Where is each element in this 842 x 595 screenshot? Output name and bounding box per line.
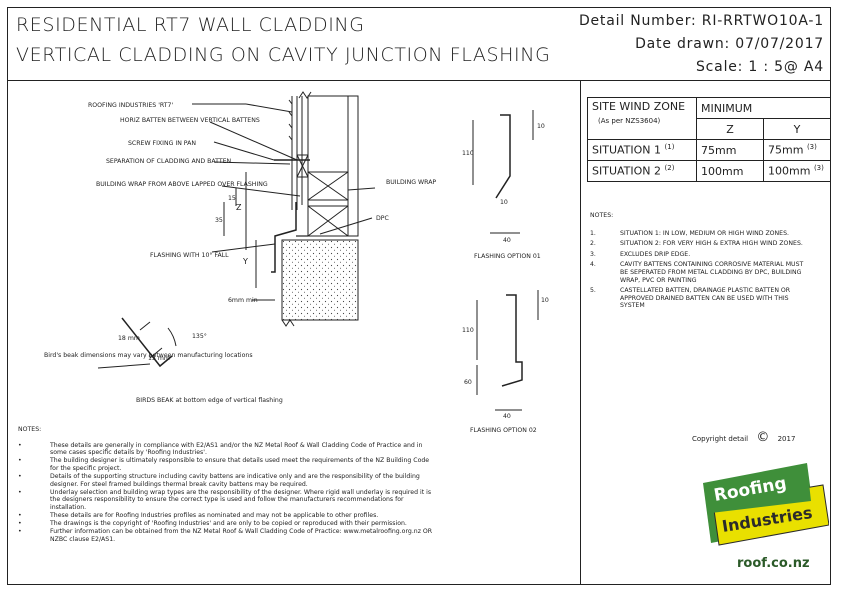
label-opt2-110: 110 (462, 327, 474, 334)
leader-wrap-above (221, 185, 301, 197)
label-opt1-40: 40 (503, 237, 511, 244)
birds-beak-dims (139, 321, 163, 359)
flashing-option-1-profile (495, 114, 511, 199)
note-right-item: 1.SITUATION 1: IN LOW, MEDIUM OR HIGH WI… (590, 229, 789, 237)
label-wrap-above: BUILDING WRAP FROM ABOVE LAPPED OVER FLA… (96, 181, 268, 188)
label-15: 15 (228, 195, 236, 202)
situation-1-y: 75mm (3) (763, 139, 831, 161)
label-opt1-10b: 10 (500, 199, 508, 206)
notes-left: NOTES: •These details are generally in c… (18, 426, 438, 544)
leader-separation (213, 161, 291, 165)
label-flashing-fall: FLASHING WITH 10° FALL (150, 251, 229, 259)
note-right-item: 5.CASTELLATED BATTEN, DRAINAGE PLASTIC B… (590, 287, 791, 310)
label-opt2-60: 60 (464, 379, 472, 386)
copyright-year: 2017 (777, 435, 796, 443)
label-horiz-batten: HORIZ BATTEN BETWEEN VERTICAL BATTENS (120, 117, 260, 124)
junction-flashing (271, 202, 297, 273)
bottom-plate-cross (307, 205, 349, 237)
birds-beak-profile (121, 317, 173, 368)
label-35: 35 (215, 217, 223, 224)
header-divider (7, 80, 831, 81)
label-opt2-40: 40 (503, 413, 511, 420)
label-opt1-10: 10 (537, 123, 545, 130)
notes-right: NOTES: 1.SITUATION 1: IN LOW, MEDIUM OR … (590, 212, 805, 313)
label-separation: SEPARATION OF CLADDING AND BATTEN (106, 158, 232, 165)
label-dpc: DPC (376, 215, 389, 222)
situation-2-z: 100mm (696, 160, 764, 182)
note-left-item: •These details are generally in complian… (18, 441, 423, 457)
horiz-batten-cross (296, 154, 309, 178)
label-135: 135° (192, 332, 207, 340)
label-building-wrap: BUILDING WRAP (386, 179, 436, 186)
note-right-item: 4.CAVITY BATTENS CONTAINING CORROSIVE MA… (590, 261, 804, 284)
label-z: Z (236, 203, 242, 212)
bottom-plate (307, 205, 349, 237)
situation-2-y: 100mm (3) (763, 160, 831, 182)
note-right-item: 2.SITUATION 2: FOR VERY HIGH & EXTRA HIG… (590, 240, 803, 248)
wind-zone-table: SITE WIND ZONE (As per NZS3604) MINIMUM … (587, 97, 831, 182)
leader-horiz (209, 121, 298, 161)
copyright-text: Copyright detail (692, 435, 749, 443)
leader-flashing (211, 243, 276, 253)
copyright-symbol: © (756, 430, 770, 445)
label-opt1-110: 110 (462, 150, 474, 157)
leader-rt7-b (245, 103, 293, 113)
notes-right-heading: NOTES: (590, 212, 614, 219)
note-left-item: •These details are for Roofing Industrie… (18, 511, 379, 519)
site-wind-zone-header: SITE WIND ZONE (592, 100, 686, 113)
wall-framing (307, 95, 359, 237)
note-left-item: •Underlay selection and building wrap ty… (18, 488, 432, 511)
copyright-line: Copyright detail © 2017 (692, 430, 795, 445)
leader-screw (213, 141, 275, 161)
note-right-item: 3.EXCLUDES DRIP EDGE. (590, 250, 691, 258)
leader-dpc (319, 217, 373, 235)
title-line-1: RESIDENTIAL RT7 WALL CLADDING (16, 14, 365, 36)
framing-nog-cross (307, 171, 349, 201)
logo-url: roof.co.nz (737, 556, 810, 571)
note-left-item: •Further information can be obtained fro… (18, 528, 433, 543)
detail-number: Detail Number: RI-RRTWO10A-1 (578, 13, 824, 29)
notes-left-heading: NOTES: (18, 426, 42, 433)
cladding-ribs (288, 99, 293, 141)
top-break (298, 91, 312, 99)
note-left-item: •The drawings is the copyright of 'Roofi… (18, 520, 407, 528)
label-13mm: 13 mm (148, 355, 170, 362)
framing-nog (307, 171, 349, 201)
label-y: Y (242, 257, 248, 266)
scale: Scale: 1 : 5@ A4 (696, 59, 824, 75)
label-birds-beak: BIRDS BEAK at bottom edge of vertical fl… (136, 397, 283, 404)
situation-2-label: SITUATION 2 (2) (587, 160, 697, 182)
leader-bird-note (97, 363, 151, 369)
leader-building-wrap (347, 187, 376, 191)
foundation-break (281, 319, 295, 327)
label-bird-note: Bird's beak dimensions may vary between … (44, 352, 253, 359)
flashing-option-2-profile (501, 294, 523, 387)
label-opt2-10: 10 (541, 297, 549, 304)
label-rt7: ROOFING INDUSTRIES 'RT7' (88, 102, 173, 109)
date-drawn: Date drawn: 07/07/2017 (635, 36, 824, 52)
roofing-industries-logo: Roofing Industries roof.co.nz (703, 463, 830, 575)
label-option-1: FLASHING OPTION 01 (474, 253, 541, 260)
birds-beak-angle (167, 327, 177, 347)
title-line-2: VERTICAL CLADDING ON CAVITY JUNCTION FLA… (16, 44, 551, 66)
label-option-2: FLASHING OPTION 02 (470, 427, 537, 434)
label-6mm: 6mm min (228, 297, 258, 304)
right-column-divider (580, 80, 581, 585)
concrete-foundation (281, 239, 359, 321)
label-18mm: 18 mm (118, 335, 140, 342)
drawing-frame (7, 7, 831, 585)
nzs-reference: (As per NZS3604) (598, 117, 661, 125)
note-left-item: •Details of the supporting structure inc… (18, 472, 420, 488)
note-left-item: •The building designer is ultimately res… (18, 457, 430, 472)
label-screw: SCREW FIXING IN PAN (128, 140, 196, 147)
